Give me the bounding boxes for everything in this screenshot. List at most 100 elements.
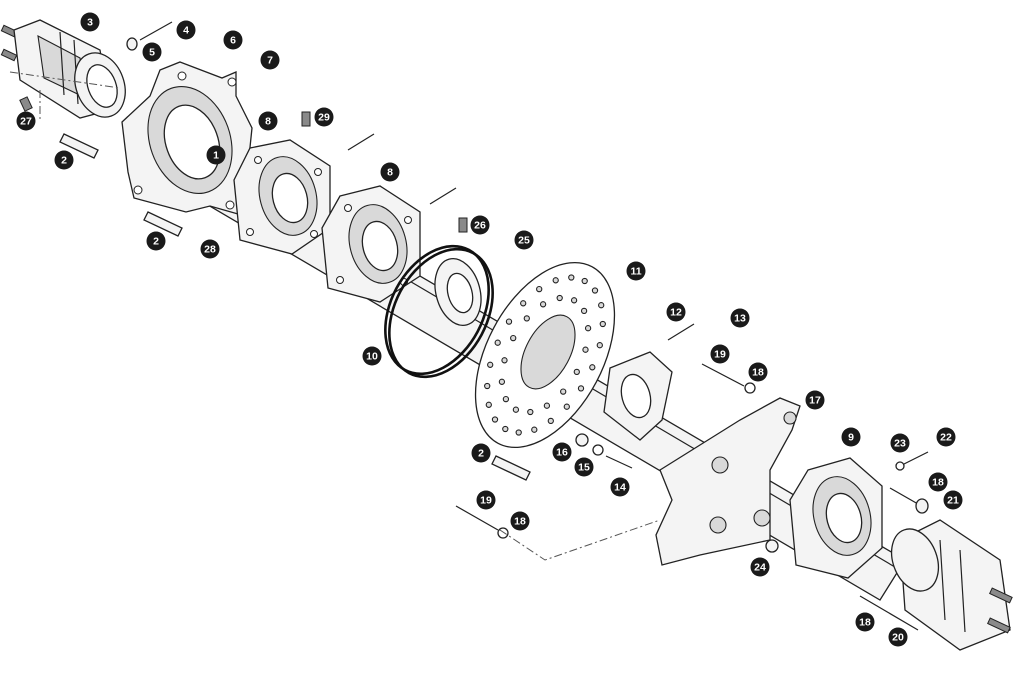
bearing-housing-right [789,457,883,579]
callout-number: 18 [752,367,764,379]
disc-drill-hole [577,385,585,392]
callout-c13: 13 [730,308,750,328]
callout-c12: 12 [666,302,686,322]
left-wheel-hub [0,19,126,119]
spacer-collar [434,258,482,326]
disc-drill-hole [523,315,530,322]
disc-drill-hole [520,300,527,307]
bolts-and-keys [19,21,929,631]
callout-c10: 10 [362,346,382,366]
disc-drill-hole [547,417,554,425]
disc-drill-hole [484,382,491,390]
callout-number: 22 [940,432,952,444]
disc-drill-hole [487,361,494,368]
disc-drill-hole [580,307,588,315]
callout-c7: 7 [260,50,280,70]
callout-number: 19 [480,495,492,507]
disc-drill-hole [505,318,513,325]
callout-number: 18 [932,477,944,489]
disc-drill-hole [498,378,506,385]
callout-c6: 6 [223,30,243,50]
disc-drill-hole [485,401,492,408]
callout-number: 10 [366,351,378,363]
disc-drill-hole [591,287,599,294]
disc-drill-hole [543,402,551,409]
callout-c25: 25 [514,230,534,250]
disc-drill-hole [510,334,517,342]
disc-drill-hole [560,388,567,395]
callout-c19a: 19 [710,344,730,364]
disc-drill-hole [570,297,578,304]
callout-c21: 21 [943,490,963,510]
disc-drill-hole [568,274,575,281]
callout-number: 14 [614,482,626,494]
callout-c11: 11 [626,261,646,281]
callout-c19b: 19 [476,490,496,510]
callout-number: 26 [474,220,486,232]
disc-drill-hole [582,346,589,353]
sprocket-carrier [121,61,253,215]
callout-c18d: 18 [855,612,875,632]
callout-c23: 23 [890,433,910,453]
bearing-housing-middle [321,185,421,303]
callout-number: 7 [267,55,273,67]
callout-number: 17 [809,395,821,407]
callout-c1: 1 [206,145,226,165]
disc-drill-hole [573,368,580,376]
callout-c20: 20 [888,627,908,647]
callout-c17: 17 [805,390,825,410]
callout-c18a: 18 [748,362,768,382]
callout-number: 3 [87,17,93,29]
callout-c15: 15 [574,457,594,477]
disc-drill-hole [491,416,499,423]
callout-number: 2 [478,448,484,460]
disc-drill-hole [536,285,543,293]
callout-number: 24 [754,562,766,574]
disc-drill-hole [494,339,501,346]
callout-c8b: 8 [380,162,400,182]
callout-c28: 28 [200,239,220,259]
disc-drill-hole [581,277,588,285]
callout-c8a: 8 [258,111,278,131]
callout-c2a: 2 [54,150,74,170]
callout-number: 8 [387,167,393,179]
disc-drill-hole [502,425,509,433]
disc-drill-hole [589,364,596,371]
callout-c3: 3 [80,12,100,32]
callout-number: 19 [714,349,726,361]
callout-number: 2 [61,155,67,167]
callout-number: 4 [183,25,189,37]
callout-number: 1 [213,150,219,162]
right-wheel-hub [890,519,1013,651]
callout-number: 23 [894,438,906,450]
callout-c2c: 2 [471,443,491,463]
callout-number: 18 [859,617,871,629]
brake-disc [474,261,616,449]
callout-c29: 29 [314,107,334,127]
disc-drill-hole [539,301,547,308]
callout-number: 16 [556,447,568,459]
callout-number: 6 [230,35,236,47]
caliper-bracket [655,397,801,566]
disc-drill-hole [512,406,520,413]
callout-c27: 27 [16,111,36,131]
disc-carrier [603,351,673,441]
disc-drill-hole [598,302,605,309]
callout-number: 20 [892,632,904,644]
callout-c18c: 18 [928,472,948,492]
callout-number: 5 [149,47,155,59]
callout-c18b: 18 [510,511,530,531]
disc-drill-hole [502,395,510,403]
callout-number: 28 [204,244,216,256]
callout-c2b: 2 [146,231,166,251]
bearing-housing-left [233,139,331,255]
callout-c9: 9 [841,427,861,447]
callout-number: 9 [848,432,854,444]
callout-c16: 16 [552,442,572,462]
callout-number: 11 [630,266,641,278]
disc-drill-hole [552,277,559,284]
disc-drill-hole [527,408,534,416]
disc-drill-hole [531,426,538,433]
